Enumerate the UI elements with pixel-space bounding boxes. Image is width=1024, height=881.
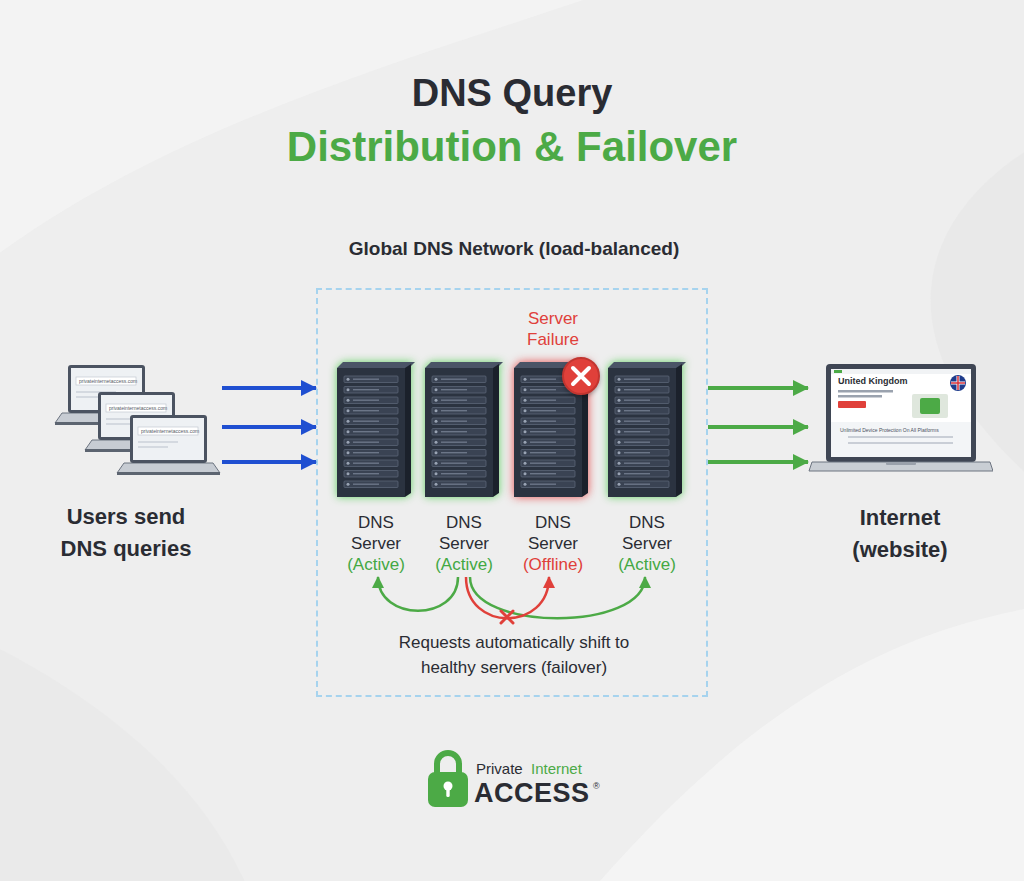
- server-rack: [425, 362, 503, 501]
- server-status: (Active): [602, 554, 692, 575]
- network-group: Global DNS Network (load-balanced)Reques…: [316, 288, 708, 697]
- server-rack: [337, 362, 415, 501]
- laptop-stack: [30, 355, 222, 499]
- address-text: privateinternetaccess.com: [141, 428, 199, 434]
- failover-note: Requests automatically shift to healthy …: [379, 630, 649, 680]
- server-rack: [514, 362, 592, 501]
- blocked-arrow: [466, 577, 549, 618]
- brand-text: Internet: [531, 760, 582, 778]
- trademark-mark: ®: [593, 781, 600, 791]
- address-text: privateinternetaccess.com: [79, 378, 137, 384]
- dns-server: Server FailureDNS Server(Offline): [508, 362, 598, 577]
- screen-text: Unlimited Device Protection On All Platf…: [840, 427, 939, 433]
- brand-text: Private: [476, 760, 523, 778]
- server-label: DNS Server: [429, 512, 499, 554]
- website-client: Internet (website): [808, 360, 993, 565]
- query-arrow: [222, 460, 316, 464]
- node-label: Internet (website): [840, 502, 960, 566]
- dns-server: DNS Server(Active): [602, 362, 692, 577]
- brand-name: ACCESS: [474, 777, 590, 809]
- response-arrow: [708, 386, 808, 390]
- failover-arrow: [378, 577, 458, 611]
- query-arrow: [222, 425, 316, 429]
- blocked-cross: [501, 611, 513, 623]
- node-label: Users send DNS queries: [51, 501, 201, 565]
- address-text: privateinternetaccess.com: [109, 405, 167, 411]
- response-arrow: [708, 460, 808, 464]
- server-status: (Active): [331, 554, 421, 575]
- screen-heading: United Kingdom: [838, 376, 908, 387]
- server-status: (Active): [419, 554, 509, 575]
- server-label: DNS Server: [612, 512, 682, 554]
- dns-server: DNS Server(Active): [331, 362, 421, 577]
- server-status: (Offline): [508, 554, 598, 575]
- group-heading: Global DNS Network (load-balanced): [298, 237, 730, 261]
- diagram-title: DNS Query: [0, 70, 1024, 116]
- user-group: Users send DNS queries: [30, 355, 222, 565]
- dns-server: DNS Server(Active): [419, 362, 509, 577]
- diagram-subtitle: Distribution & Failover: [0, 122, 1024, 172]
- server-rack: [608, 362, 686, 501]
- failover-arrow: [470, 577, 645, 618]
- brand-padlock: [428, 753, 468, 807]
- server-label: DNS Server: [518, 512, 588, 554]
- server-label: DNS Server: [341, 512, 411, 554]
- response-arrow: [708, 425, 808, 429]
- failure-heading: Server Failure: [518, 308, 588, 350]
- query-arrow: [222, 386, 316, 390]
